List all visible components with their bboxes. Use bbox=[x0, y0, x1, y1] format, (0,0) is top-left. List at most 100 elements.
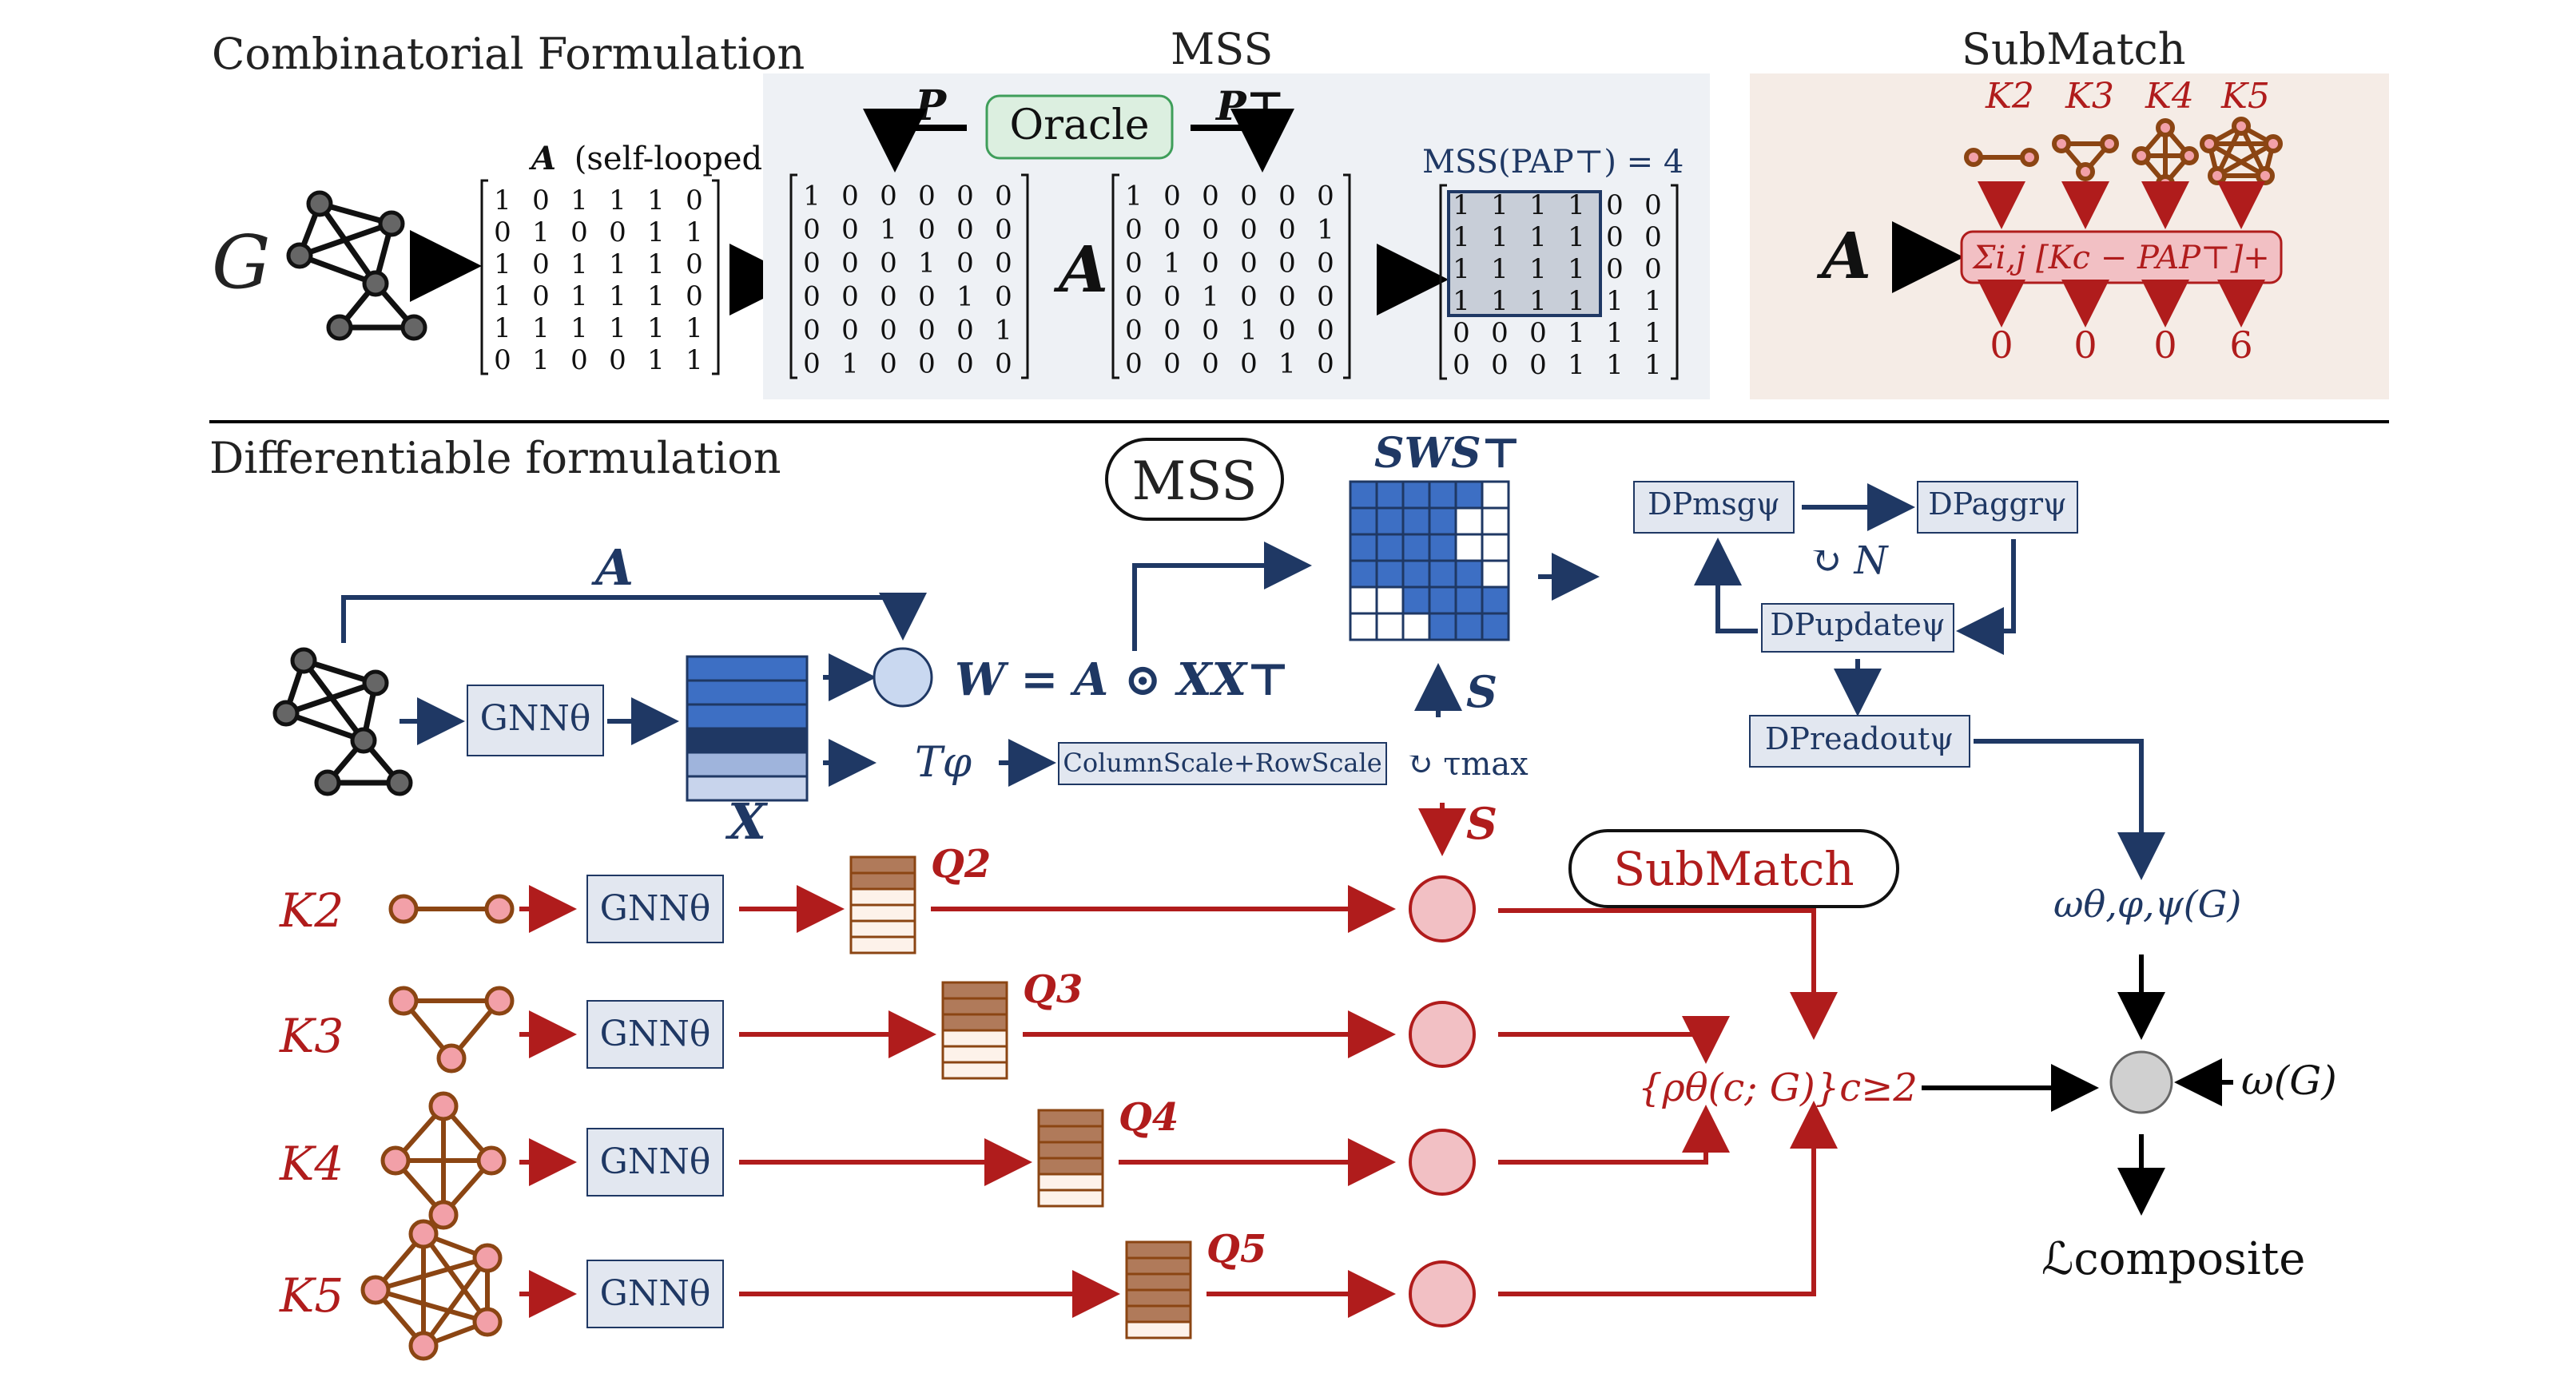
matrix-pap-cell: 1 bbox=[1529, 253, 1547, 285]
matrix-pap-cell: 1 bbox=[1644, 349, 1662, 381]
matrix-pap-cell: 1 bbox=[1568, 189, 1585, 221]
clique-label: K3 bbox=[279, 1009, 344, 1063]
matrix-pt-cell: 1 bbox=[1125, 181, 1143, 212]
matrix-a-cell: 1 bbox=[532, 312, 550, 344]
matrix-a-cell: 1 bbox=[647, 344, 665, 376]
matrix-pap-cell: 1 bbox=[1453, 221, 1470, 253]
matrix-a-cell: 0 bbox=[494, 344, 511, 376]
embedding-stack-x bbox=[686, 655, 809, 802]
matrix-a-cell: 1 bbox=[647, 216, 665, 248]
matrix-pap-cell: 1 bbox=[1491, 221, 1509, 253]
matrix-a-cell: 0 bbox=[532, 185, 550, 216]
gnn-clique-box bbox=[586, 875, 724, 943]
gnn-clique-box bbox=[586, 1260, 724, 1328]
matrix-pt-cell: 0 bbox=[1163, 348, 1181, 380]
matrix-a-cell: 0 bbox=[570, 216, 588, 248]
a-selflooped-label: A (self-looped) bbox=[528, 140, 775, 177]
submatch-out-arrows-top bbox=[1978, 280, 2265, 327]
matrix-pt-cell: 0 bbox=[1202, 315, 1219, 347]
matrix-pap-cell: 1 bbox=[1568, 317, 1585, 349]
sws-cell bbox=[1428, 533, 1457, 562]
matrix-pap-cell: 0 bbox=[1644, 221, 1662, 253]
dp-aggr-label: DPaggrψ bbox=[1928, 486, 2067, 522]
matrix-pt-cell: 0 bbox=[1125, 248, 1143, 280]
sws-cell bbox=[1481, 559, 1510, 589]
sws-cell bbox=[1428, 506, 1457, 536]
submatch-pill-label: SubMatch bbox=[1613, 842, 1854, 896]
matrix-p-cell: 0 bbox=[918, 348, 936, 380]
pap-highlight-block bbox=[1447, 190, 1602, 317]
gnn-clique-label: GNNθ bbox=[600, 1141, 711, 1182]
matrix-pap-cell: 0 bbox=[1453, 349, 1470, 381]
submatch-out-k5: 6 bbox=[2229, 323, 2252, 367]
matrix-p-cell: 0 bbox=[803, 315, 821, 347]
submatch-a-label: A bbox=[1816, 218, 1871, 293]
matrix-pap-cell: 1 bbox=[1568, 221, 1585, 253]
k2-top-label: K2 bbox=[1985, 76, 2034, 117]
omega-true-label: ω(G) bbox=[2241, 1058, 2337, 1104]
matrix-pap-cell: 1 bbox=[1644, 317, 1662, 349]
matrix-p-cell: 1 bbox=[956, 281, 974, 313]
matrix-a-cell: 1 bbox=[494, 312, 511, 344]
matrix-a-cell: 0 bbox=[686, 280, 703, 312]
matrix-p-cell: 0 bbox=[918, 315, 936, 347]
matrix-a-cell: 0 bbox=[570, 344, 588, 376]
sws-cell bbox=[1481, 533, 1510, 562]
matrix-p-bracket-right bbox=[1021, 173, 1029, 379]
matrix-pap-cell: 1 bbox=[1606, 349, 1624, 381]
sws-cell bbox=[1375, 506, 1405, 536]
matrix-p-cell: 1 bbox=[995, 315, 1012, 347]
p-label: P bbox=[913, 81, 948, 130]
sws-cell bbox=[1349, 585, 1378, 615]
matrix-pap-cell: 0 bbox=[1644, 253, 1662, 285]
mss-top-title: MSS bbox=[1171, 24, 1273, 74]
matrix-pt-cell: 0 bbox=[1163, 281, 1181, 313]
matrix-p-cell: 0 bbox=[956, 248, 974, 280]
matrix-pt-cell: 1 bbox=[1240, 315, 1258, 347]
sws-cell bbox=[1401, 506, 1431, 536]
matrix-pap-cell: 0 bbox=[1453, 317, 1470, 349]
matrix-pap-cell: 1 bbox=[1529, 189, 1547, 221]
sws-cell bbox=[1375, 480, 1405, 510]
matrix-a-cell: 1 bbox=[609, 312, 626, 344]
sws-cell bbox=[1454, 585, 1484, 615]
s-up-label: S bbox=[1466, 666, 1497, 717]
gnn-main-box bbox=[467, 685, 604, 756]
k2-top-graph bbox=[1964, 148, 2039, 167]
matrix-a-cell: 1 bbox=[609, 248, 626, 280]
sws-cell bbox=[1454, 533, 1484, 562]
sws-cell bbox=[1481, 480, 1510, 510]
scale-box bbox=[1058, 742, 1387, 785]
matrix-p-cell: 0 bbox=[841, 281, 859, 313]
matrix-pap-cell: 1 bbox=[1453, 253, 1470, 285]
submatch-node bbox=[1409, 1260, 1476, 1328]
matrix-pt-cell: 0 bbox=[1163, 214, 1181, 246]
matrix-p-cell: 0 bbox=[841, 214, 859, 246]
sws-cell bbox=[1428, 559, 1457, 589]
matrix-p-cell: 1 bbox=[918, 248, 936, 280]
connector-k3-to-rho bbox=[1498, 1016, 1730, 1064]
combinatorial-title: Combinatorial Formulation bbox=[212, 29, 805, 79]
input-graph-top bbox=[286, 190, 427, 341]
matrix-pt-cell: 0 bbox=[1202, 248, 1219, 280]
sws-cell bbox=[1454, 559, 1484, 589]
matrix-p-cell: 1 bbox=[880, 214, 897, 246]
matrix-a-cell: 0 bbox=[686, 248, 703, 280]
matrix-a-cell: 1 bbox=[494, 185, 511, 216]
matrix-p-cell: 0 bbox=[803, 214, 821, 246]
q-stack-q5 bbox=[1125, 1240, 1192, 1339]
sws-cell bbox=[1375, 533, 1405, 562]
mss-pill bbox=[1105, 438, 1284, 521]
matrix-pap-cell: 1 bbox=[1606, 285, 1624, 317]
differentiable-title: Differentiable formulation bbox=[209, 433, 781, 483]
matrix-pt-cell: 0 bbox=[1240, 348, 1258, 380]
sws-cell bbox=[1428, 480, 1457, 510]
matrix-a-cell: 1 bbox=[647, 312, 665, 344]
sws-cell bbox=[1401, 612, 1431, 641]
matrix-pt-cell: 1 bbox=[1202, 281, 1219, 313]
q-label: Q5 bbox=[1207, 1227, 1266, 1272]
matrix-a-cell: 1 bbox=[570, 185, 588, 216]
matrix-pt-cell: 0 bbox=[1163, 181, 1181, 212]
oracle-box bbox=[985, 94, 1174, 160]
